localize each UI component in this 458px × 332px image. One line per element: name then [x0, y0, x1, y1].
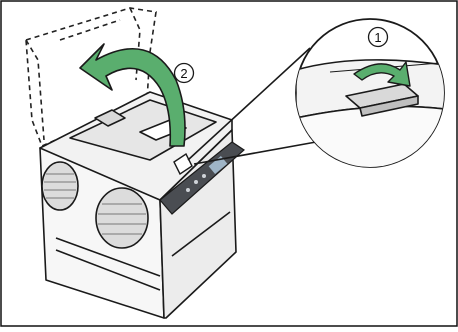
step-1-label: 1	[374, 30, 381, 45]
step-2-label: 2	[180, 66, 187, 81]
step-1-badge: 1	[369, 28, 388, 47]
step-2-badge: 2	[175, 64, 194, 83]
